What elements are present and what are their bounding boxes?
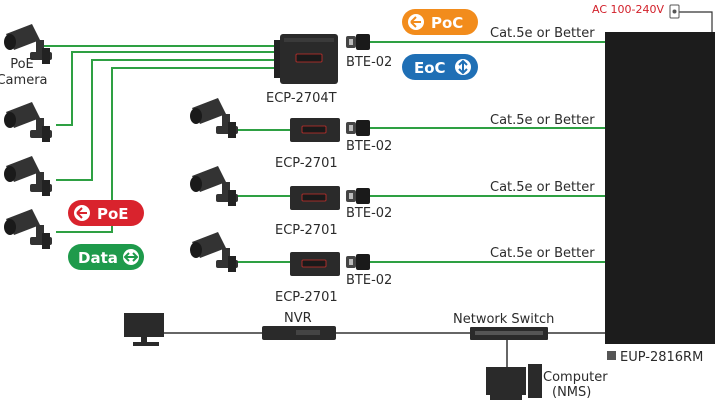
camera-label-line1: PoE: [10, 57, 34, 72]
cable-label: Cat.5e or Better: [490, 246, 595, 261]
rack-device: [605, 32, 715, 344]
balun-label: BTE-02: [346, 273, 392, 288]
camera-icon: [4, 156, 52, 196]
rack-label: EUP-2816RM: [620, 350, 703, 365]
camera-icon: [190, 232, 238, 272]
extender-label: ECP-2701: [275, 156, 338, 171]
extender-label: ECP-2701: [275, 223, 338, 238]
nvr-label: NVR: [284, 311, 312, 326]
power-label: AC 100-240V: [592, 3, 664, 16]
main-extender-device: [274, 34, 338, 84]
poc-label: PoC: [431, 14, 463, 32]
balun-label: BTE-02: [346, 55, 392, 70]
arrow-left-icon: [410, 16, 421, 28]
bidirectional-arrow-icon: [458, 59, 468, 75]
extender-device: [290, 118, 340, 142]
extender-label: ECP-2701: [275, 290, 338, 305]
computer-icon: [486, 364, 542, 400]
balun-icon: [346, 254, 370, 270]
cable-label: Cat.5e or Better: [490, 26, 595, 41]
computer-label-line1: Computer: [543, 370, 608, 385]
switch-label: Network Switch: [453, 312, 554, 327]
data-badge: Data: [68, 244, 144, 270]
rack-legend-square: [607, 351, 616, 360]
poe-label: PoE: [97, 205, 129, 223]
eoc-label: EoC: [414, 59, 446, 77]
camera-icon: [190, 98, 238, 138]
balun-label: BTE-02: [346, 206, 392, 221]
network-lines: [164, 332, 605, 372]
cable-label: Cat.5e or Better: [490, 113, 595, 128]
main-extender-label: ECP-2704T: [266, 91, 337, 106]
bidirectional-arrow-icon: [123, 252, 139, 262]
arrow-left-icon: [76, 207, 87, 219]
camera-icon: [4, 209, 52, 249]
poe-badge: PoE: [68, 200, 144, 226]
extender-device: [290, 186, 340, 210]
camera-icon: [4, 102, 52, 142]
balun-label: BTE-02: [346, 139, 392, 154]
network-switch-device: [470, 327, 548, 340]
balun-icon: [346, 34, 370, 50]
monitor-icon: [124, 313, 164, 346]
camera-label-line2: Camera: [0, 73, 48, 88]
computer-label-line2: (NMS): [552, 385, 591, 400]
camera-icon: [190, 166, 238, 206]
eoc-badge: EoC: [402, 54, 478, 80]
extender-device: [290, 252, 340, 276]
balun-icon: [346, 188, 370, 204]
nvr-device: [262, 326, 336, 340]
data-label: Data: [78, 249, 118, 267]
poc-badge: PoC: [402, 9, 478, 35]
cable-label: Cat.5e or Better: [490, 180, 595, 195]
connection-lines: [40, 41, 605, 263]
balun-icon: [346, 120, 370, 136]
